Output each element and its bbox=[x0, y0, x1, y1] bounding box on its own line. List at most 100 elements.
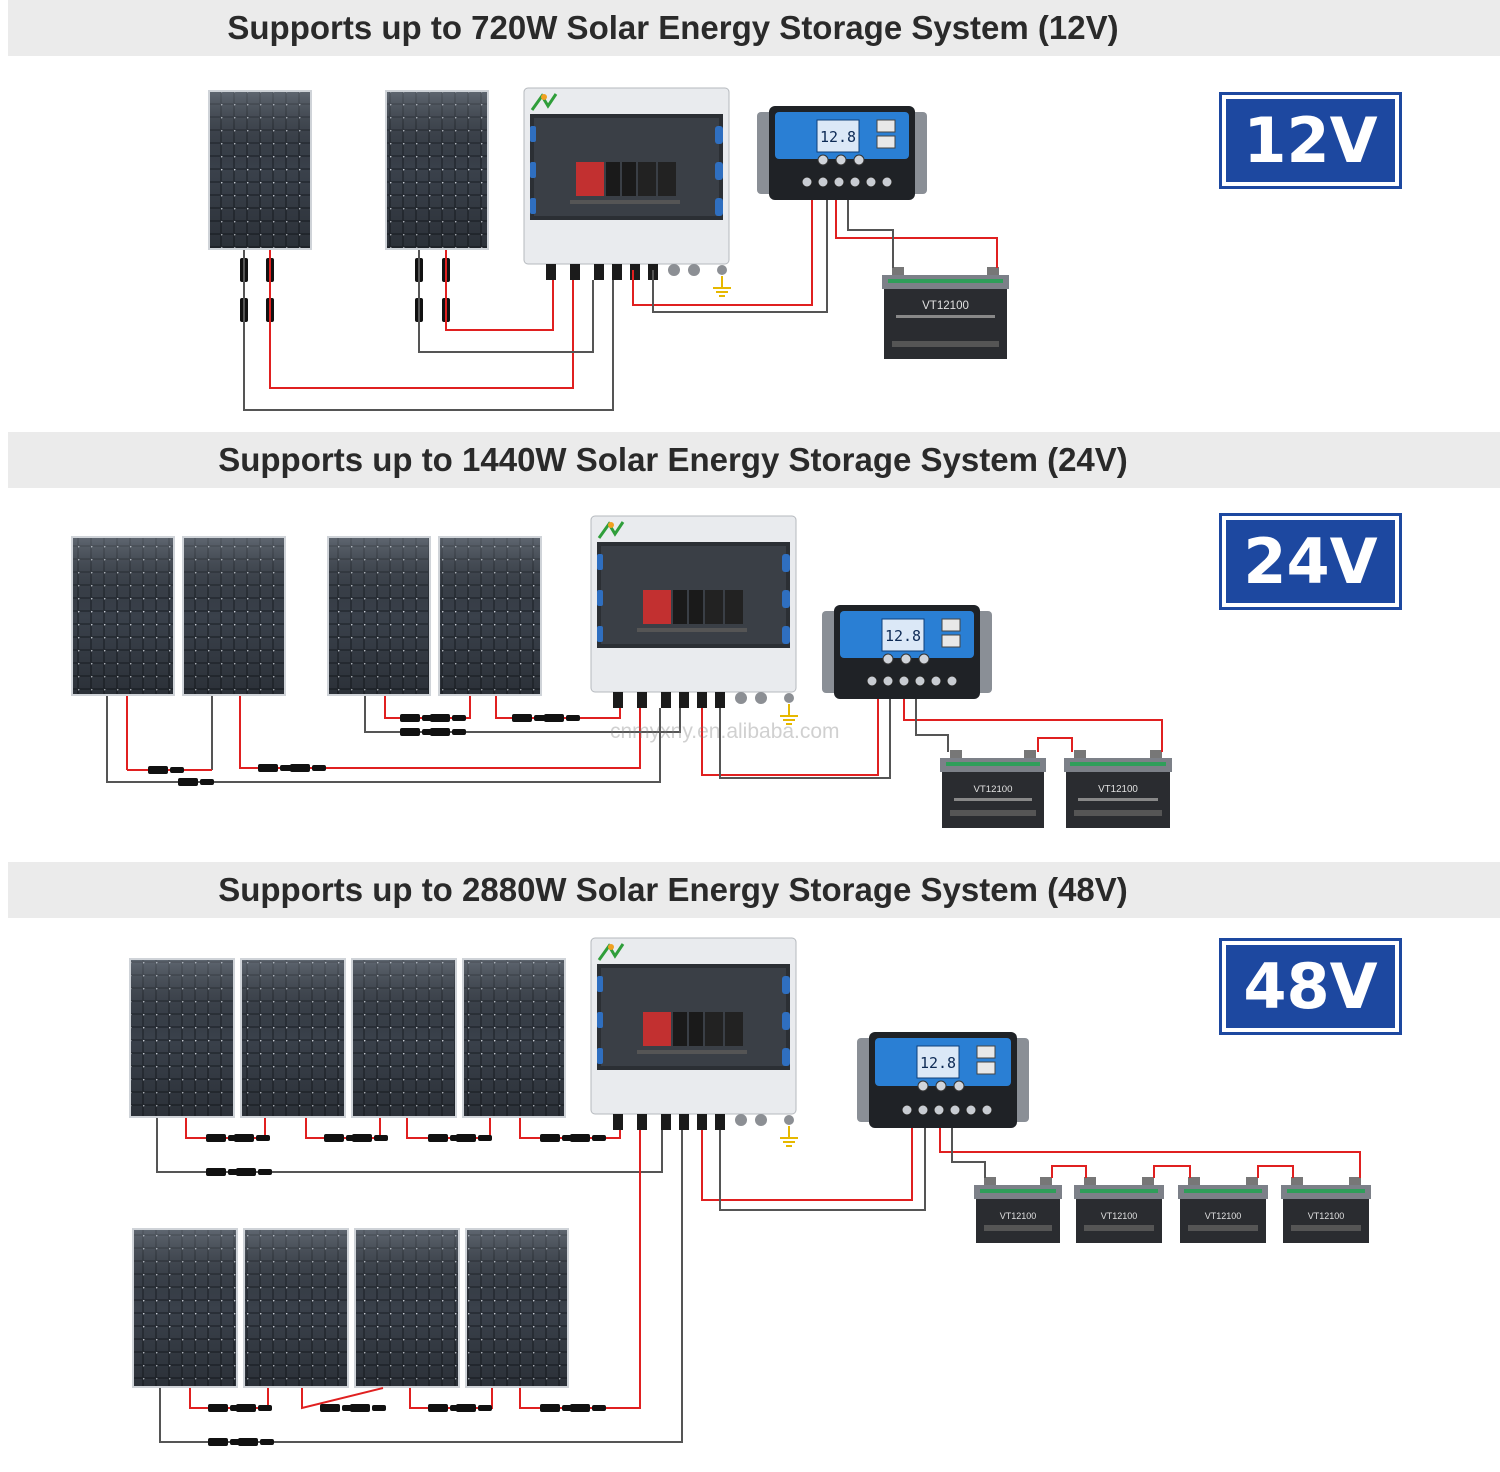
mc4-connector-icon bbox=[570, 1404, 606, 1412]
wire bbox=[632, 200, 813, 306]
wire bbox=[189, 1388, 269, 1409]
mc4-connector-icon bbox=[544, 714, 580, 722]
solar-panel bbox=[132, 1228, 238, 1388]
terminal-icon bbox=[981, 1104, 993, 1116]
terminal-icon bbox=[933, 1104, 945, 1116]
wire bbox=[159, 1130, 683, 1443]
wire bbox=[406, 1118, 491, 1139]
brand-logo-icon bbox=[597, 521, 625, 539]
section-header-48v: Supports up to 2880W Solar Energy Storag… bbox=[8, 862, 1500, 918]
lcd-reading: 12.8 bbox=[885, 627, 921, 645]
mc4-connector-icon bbox=[148, 766, 184, 774]
terminal-icon bbox=[849, 176, 861, 188]
wire bbox=[847, 200, 894, 268]
wire bbox=[701, 1128, 913, 1201]
solar-panel bbox=[71, 536, 175, 696]
brand-logo-icon bbox=[597, 943, 625, 961]
wire bbox=[445, 250, 554, 331]
battery: VT12100 bbox=[1281, 1177, 1371, 1243]
solar-panel bbox=[129, 958, 235, 1118]
battery: VT12100 bbox=[1074, 1177, 1164, 1243]
battery-model-label: VT12100 bbox=[1000, 1211, 1037, 1221]
mc4-connector-icon bbox=[178, 778, 214, 786]
wire bbox=[652, 200, 828, 313]
battery: VT12100 bbox=[1178, 1177, 1268, 1243]
solar-panel bbox=[351, 958, 457, 1118]
wire bbox=[409, 1388, 493, 1409]
solar-panel bbox=[354, 1228, 460, 1388]
solar-panel bbox=[462, 958, 566, 1118]
section-title-48v: Supports up to 2880W Solar Energy Storag… bbox=[218, 871, 1128, 908]
wire bbox=[1051, 1165, 1087, 1178]
wire bbox=[719, 699, 891, 779]
terminal-icon bbox=[965, 1104, 977, 1116]
battery: VT12100 bbox=[882, 267, 1009, 359]
mc4-gland-icon bbox=[630, 264, 640, 280]
terminal-icon bbox=[833, 176, 845, 188]
lcd-reading: 12.8 bbox=[920, 1054, 956, 1072]
battery-model-label: VT12100 bbox=[1098, 784, 1138, 795]
mc4-gland-icon bbox=[613, 692, 623, 708]
wire bbox=[106, 696, 661, 783]
combiner-box bbox=[523, 87, 731, 297]
mc4-connector-icon bbox=[430, 714, 466, 722]
voltage-badge-24v: 24V bbox=[1219, 513, 1402, 610]
voltage-badge-label-24v: 24V bbox=[1226, 520, 1395, 603]
mc4-connector-icon bbox=[258, 764, 294, 772]
mc4-gland-icon bbox=[697, 692, 707, 708]
wire bbox=[719, 1128, 926, 1211]
mc4-connector-icon bbox=[236, 1404, 272, 1412]
mc4-gland-icon bbox=[679, 1114, 689, 1130]
wire bbox=[301, 1387, 384, 1410]
wire bbox=[939, 1128, 1361, 1178]
section-title-12v: Supports up to 720W Solar Energy Storage… bbox=[227, 9, 1119, 46]
solar-panel bbox=[240, 958, 346, 1118]
wire bbox=[243, 250, 614, 411]
lcd-display bbox=[881, 618, 925, 652]
wire bbox=[1037, 737, 1073, 752]
mc4-connector-icon bbox=[430, 728, 466, 736]
wire bbox=[1257, 1165, 1294, 1178]
solar-panel bbox=[182, 536, 286, 696]
mc4-gland-icon bbox=[546, 264, 556, 280]
mc4-connector-icon bbox=[456, 1134, 492, 1142]
charge-controller: 12.8 bbox=[857, 1032, 1029, 1128]
battery: VT12100 bbox=[940, 750, 1046, 828]
wire bbox=[269, 250, 574, 389]
mc4-gland-icon bbox=[637, 692, 647, 708]
terminal-icon bbox=[949, 1104, 961, 1116]
terminal-icon bbox=[865, 176, 877, 188]
mc4-connector-icon bbox=[236, 1168, 272, 1176]
wire bbox=[384, 696, 471, 719]
wire bbox=[951, 1128, 986, 1178]
usb-port-icon bbox=[876, 119, 896, 133]
wire bbox=[239, 696, 641, 769]
battery: VT12100 bbox=[974, 1177, 1062, 1243]
battery-model-label: VT12100 bbox=[1308, 1211, 1345, 1221]
lcd-reading: 12.8 bbox=[820, 128, 856, 146]
wire bbox=[835, 200, 998, 268]
combiner-box bbox=[590, 515, 798, 725]
mc4-gland-icon bbox=[613, 1114, 623, 1130]
mc4-gland-icon bbox=[661, 692, 671, 708]
mc4-gland-icon bbox=[715, 1114, 725, 1130]
terminal-icon bbox=[901, 1104, 913, 1116]
wire bbox=[915, 699, 949, 752]
solar-panel bbox=[465, 1228, 569, 1388]
mc4-gland-icon bbox=[612, 264, 622, 280]
watermark: cnmyxny.en.alibaba.com bbox=[610, 720, 840, 743]
terminal-icon bbox=[917, 1104, 929, 1116]
terminal-icon bbox=[946, 675, 958, 687]
mc4-connector-icon bbox=[234, 1134, 270, 1142]
mc4-gland-icon bbox=[661, 1114, 671, 1130]
voltage-badge-48v: 48V bbox=[1219, 938, 1402, 1035]
battery: VT12100 bbox=[1064, 750, 1172, 828]
mc4-connector-icon bbox=[352, 1134, 388, 1142]
brand-logo-icon bbox=[530, 93, 558, 111]
solar-panel bbox=[327, 536, 431, 696]
battery-model-label: VT12100 bbox=[1205, 1211, 1242, 1221]
terminal-icon bbox=[930, 675, 942, 687]
wire bbox=[418, 250, 594, 353]
mc4-gland-icon bbox=[697, 1114, 707, 1130]
